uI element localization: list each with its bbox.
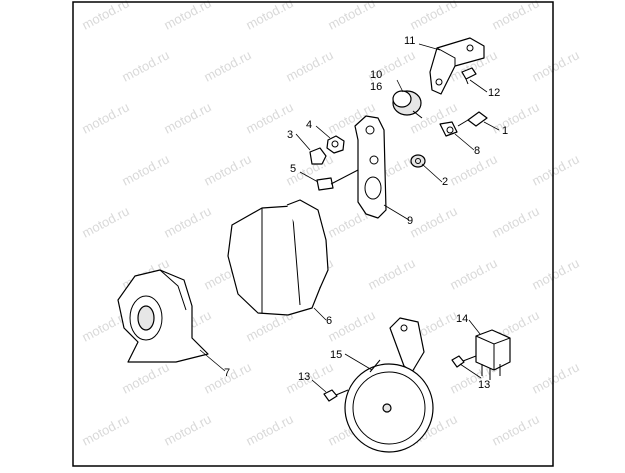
part-6-horn-cover	[227, 199, 329, 316]
watermark-text: motod.ru	[489, 203, 541, 240]
callout-7: 7	[224, 367, 230, 379]
watermark-text: motod.ru	[79, 99, 131, 136]
watermark-text: motod.ru	[243, 411, 295, 448]
callout-15: 15	[330, 349, 342, 361]
leader-lines	[199, 43, 500, 393]
callout-2: 2	[442, 176, 448, 188]
watermark-text: motod.ru	[201, 151, 253, 188]
callout-1: 1	[502, 125, 508, 137]
watermark-text: motod.ru	[489, 0, 541, 33]
watermark-text: motod.ru	[489, 411, 541, 448]
callout-4: 4	[306, 119, 312, 131]
part-12-bolt	[461, 67, 477, 85]
watermark-layer: motod.ru motod.ru motod.ru motod.ru motod.ru…	[79, 0, 581, 449]
callout-8: 8	[474, 145, 480, 157]
part-2-washer	[410, 154, 426, 168]
watermark-text: motod.ru	[529, 151, 581, 188]
watermark-text: motod.ru	[447, 255, 499, 292]
watermark-text: motod.ru	[119, 151, 171, 188]
callout-3: 3	[287, 129, 293, 141]
part-14-relay	[475, 329, 511, 380]
watermark-text: motod.ru	[79, 0, 131, 33]
watermark-text: motod.ru	[529, 255, 581, 292]
watermark-text: motod.ru	[243, 0, 295, 33]
callout-16: 16	[370, 81, 382, 93]
watermark-text: motod.ru	[201, 47, 253, 84]
callout-6: 6	[326, 315, 332, 327]
watermark-text: motod.ru	[161, 99, 213, 136]
part-7-horn-trumpet	[117, 269, 209, 363]
part-13-screw-right	[451, 355, 477, 368]
watermark-text: motod.ru	[325, 307, 377, 344]
watermark-text: motod.ru	[161, 0, 213, 33]
watermark-text: motod.ru	[407, 203, 459, 240]
part-1-bolt	[457, 111, 488, 127]
callout-13-right: 13	[478, 379, 490, 391]
part-8-clip	[439, 121, 458, 137]
part-5-spacer	[316, 169, 359, 191]
callout-14: 14	[456, 313, 468, 325]
watermark-text: motod.ru	[489, 99, 541, 136]
watermark-text: motod.ru	[119, 359, 171, 396]
watermark-text: motod.ru	[529, 47, 581, 84]
callout-10: 10	[370, 69, 382, 81]
watermark-text: motod.ru	[283, 47, 335, 84]
callout-13-left: 13	[298, 371, 310, 383]
watermark-text: motod.ru	[161, 411, 213, 448]
watermark-text: motod.ru	[407, 0, 459, 33]
part-10-damper	[392, 90, 423, 119]
watermark-text: motod.ru	[365, 255, 417, 292]
watermark-text: motod.ru	[119, 47, 171, 84]
part-13-screw-left	[323, 389, 349, 402]
watermark-text: motod.ru	[529, 359, 581, 396]
watermark-text: motod.ru	[325, 0, 377, 33]
part-11-bracket	[429, 37, 485, 95]
watermark-text: motod.ru	[79, 411, 131, 448]
diagram-frame	[72, 1, 554, 467]
part-9-mounting-plate	[354, 115, 387, 219]
callout-9: 9	[407, 215, 413, 227]
watermark-text: motod.ru	[79, 203, 131, 240]
callout-5: 5	[290, 163, 296, 175]
callout-11: 11	[404, 35, 415, 47]
part-3-acorn-nut	[309, 147, 327, 165]
callout-12: 12	[488, 87, 500, 99]
part-4-nut	[326, 135, 345, 154]
part-15-disc-horn	[344, 317, 434, 453]
callout-labels: 11 10 16 12 1 4 3 8 5 2 9 6 7 15 13 14 1…	[224, 35, 508, 391]
watermark-text: motod.ru	[161, 203, 213, 240]
